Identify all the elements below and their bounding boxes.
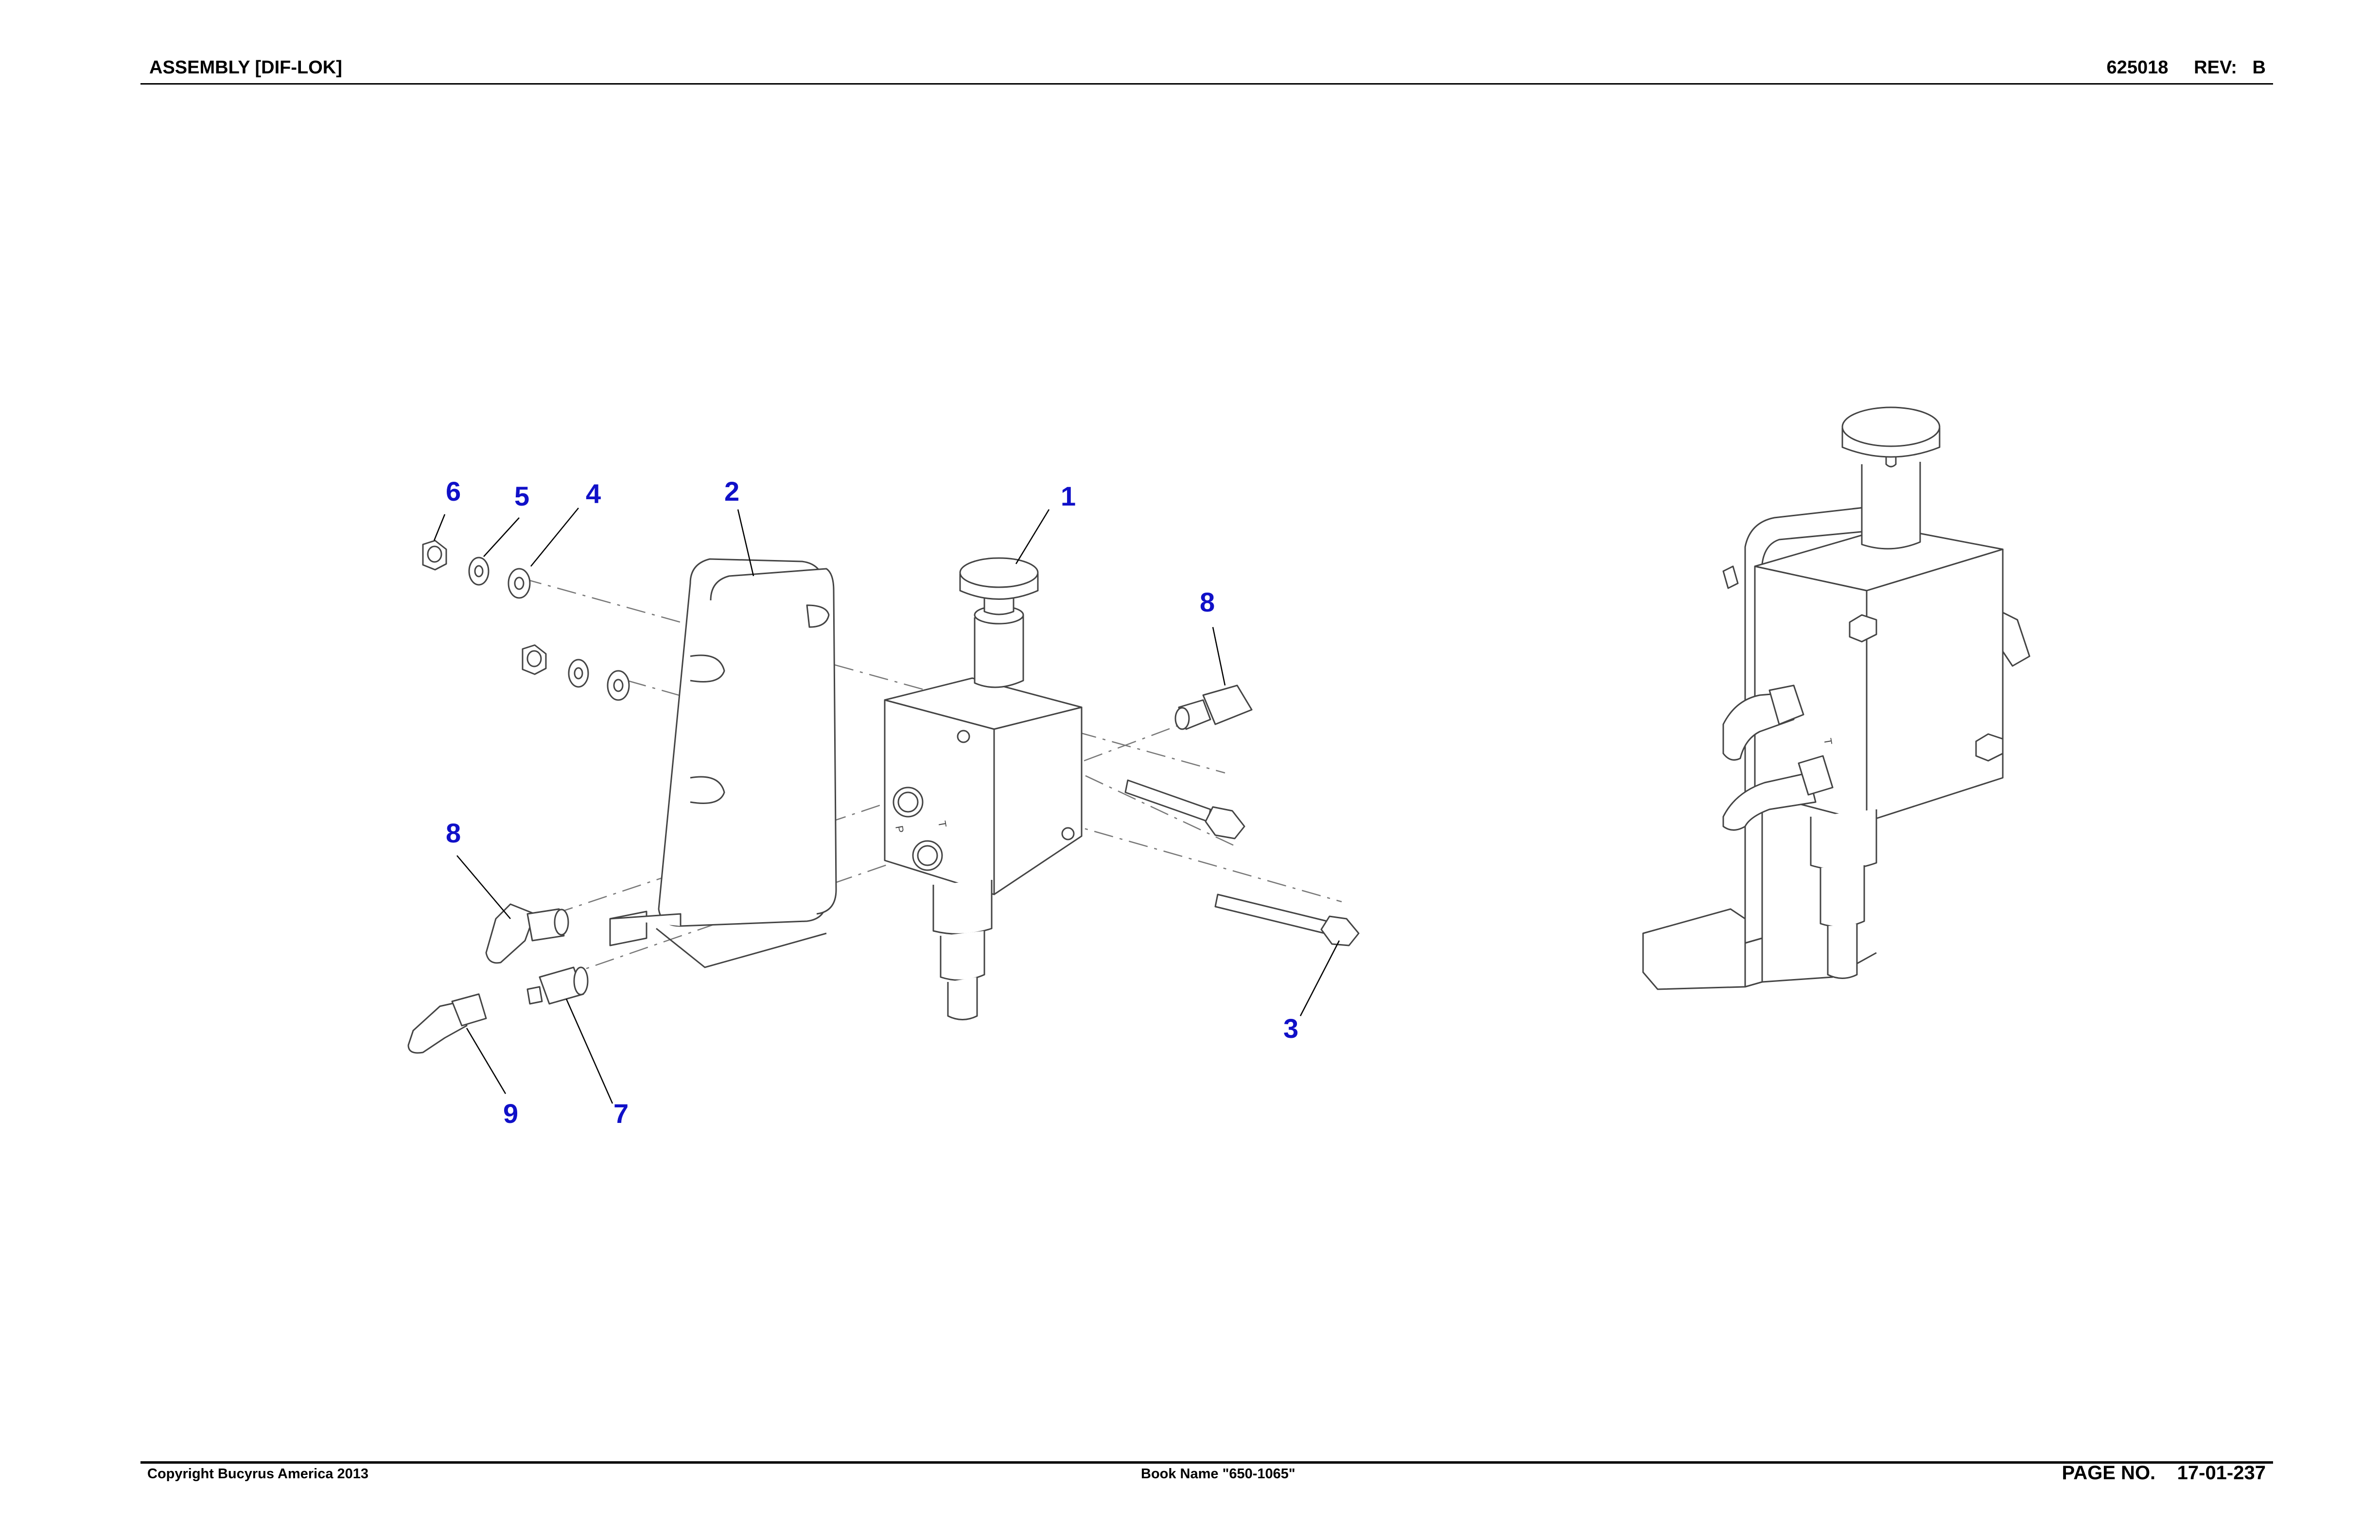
port-label-p: P: [893, 825, 906, 834]
port-label-t: T: [936, 820, 949, 829]
elbow-fitting-8-upper: [1174, 684, 1253, 730]
callout-8-lower: 8: [446, 818, 461, 848]
part-rev-block: 625018 REV: B: [2107, 57, 2266, 78]
book-name: Book Name "650-1065": [1141, 1466, 1295, 1482]
mounting-bracket: [609, 558, 837, 968]
assembled-view: T: [1642, 406, 2030, 990]
nut-washer-stack-upper: [422, 540, 531, 599]
callout-3: 3: [1283, 1013, 1298, 1044]
nut-washer-stack-lower: [522, 644, 630, 701]
rev-label: REV:: [2194, 57, 2237, 78]
page-label: PAGE NO.: [2062, 1462, 2156, 1484]
bolts: [1124, 779, 1360, 946]
callout-6: 6: [446, 476, 461, 507]
callout-5: 5: [514, 481, 529, 511]
part-number: 625018: [2106, 57, 2169, 78]
page-number: 17-01-237: [2177, 1462, 2266, 1484]
callout-4: 4: [586, 478, 601, 509]
rev-value: B: [2252, 57, 2266, 78]
page-title: ASSEMBLY [DIF-LOK]: [149, 57, 342, 78]
callout-numbers: 1 2 3 4 5 6 8 8 9 7: [446, 476, 1298, 1129]
copyright-notice: Copyright Bucyrus America 2013: [147, 1466, 369, 1482]
header-rule: [140, 83, 2273, 85]
elbow-fitting-8-lower: [485, 903, 569, 964]
leader-lines: [433, 508, 1340, 1104]
valve-block: P T: [884, 557, 1083, 1020]
page-number-block: PAGE NO. 17-01-237: [2062, 1462, 2266, 1484]
callout-2: 2: [724, 476, 739, 507]
straight-fitting-7: [526, 966, 589, 1005]
callout-1: 1: [1061, 481, 1076, 511]
callout-9: 9: [503, 1098, 518, 1129]
elbow-fitting-9: [407, 993, 487, 1054]
port-label-t-assembled: T: [1821, 737, 1835, 746]
callout-7: 7: [613, 1098, 629, 1129]
callout-8-upper: 8: [1200, 587, 1215, 617]
footer-rule: [140, 1461, 2273, 1464]
